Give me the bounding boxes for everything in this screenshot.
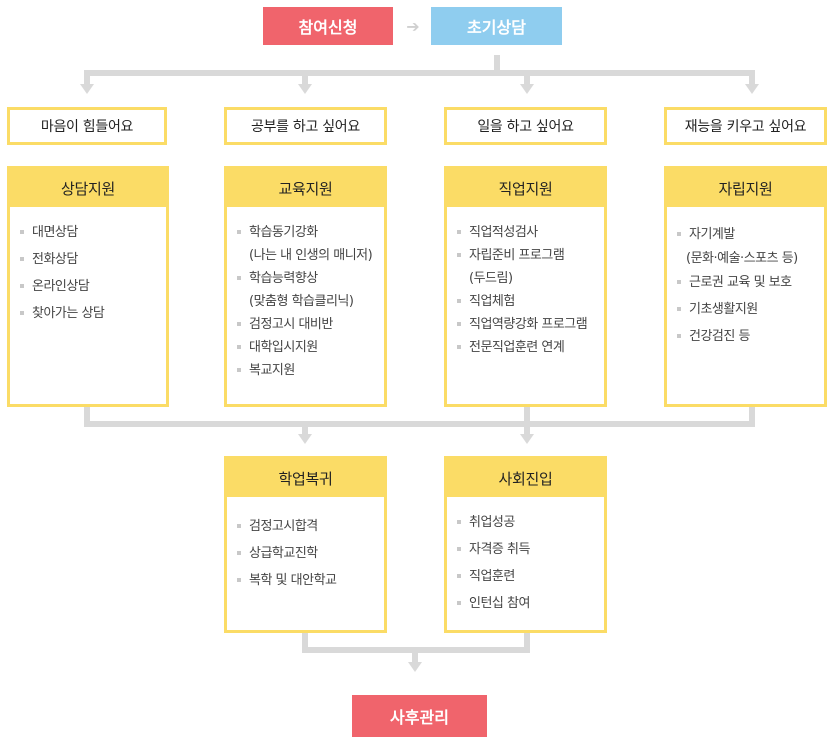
card-items: 검정고시합격 상급학교진학 복학 및 대안학교 — [227, 497, 384, 594]
card-items: 대면상담 전화상담 온라인상담 찾아가는 상담 — [10, 207, 166, 327]
arrowhead-outcome-2 — [520, 434, 534, 444]
need-box-study: 공부를 하고 싶어요 — [224, 107, 387, 145]
list-item: 직업적성검사 — [457, 221, 604, 244]
consult-step-label: 초기상담 — [467, 18, 526, 37]
bullet-icon — [677, 307, 681, 311]
list-item: 인턴십 참여 — [457, 590, 604, 617]
list-item: 자립준비 프로그램(두드림) — [457, 244, 604, 290]
bullet-icon — [457, 601, 461, 605]
card-items: 학습동기강화(나는 내 인생의 매니저) 학습능력향상(맞춤형 학습클리닉) 검… — [227, 207, 384, 382]
list-item: 학습동기강화(나는 내 인생의 매니저) — [237, 221, 384, 267]
list-item: 기초생활지원 — [677, 296, 824, 323]
support-card-counseling: 상담지원 대면상담 전화상담 온라인상담 찾아가는 상담 — [7, 166, 169, 407]
bullet-icon — [237, 551, 241, 555]
card-items: 취업성공 자격증 취득 직업훈련 인턴십 참여 — [447, 497, 604, 617]
arrowhead-final — [408, 662, 422, 672]
followup-step: 사후관리 — [352, 695, 487, 737]
bullet-icon — [457, 299, 461, 303]
arrowhead-need-1 — [80, 84, 94, 94]
bullet-icon — [20, 230, 24, 234]
list-item: 직업체험 — [457, 290, 604, 313]
card-items: 직업적성검사 자립준비 프로그램(두드림) 직업체험 직업역량강화 프로그램 전… — [447, 207, 604, 359]
bullet-icon — [677, 280, 681, 284]
list-item: 대학입시지원 — [237, 336, 384, 359]
support-card-career: 직업지원 직업적성검사 자립준비 프로그램(두드림) 직업체험 직업역량강화 프… — [444, 166, 607, 407]
bullet-icon — [457, 547, 461, 551]
list-item: 전문직업훈련 연계 — [457, 336, 604, 359]
bullet-icon — [237, 578, 241, 582]
support-card-independence: 자립지원 자기계발(문화·예술·스포츠 등) 근로권 교육 및 보호 기초생활지… — [664, 166, 827, 407]
outcome-card-social-entry: 사회진입 취업성공 자격증 취득 직업훈련 인턴십 참여 — [444, 456, 607, 633]
bullet-icon — [457, 253, 461, 257]
list-item: 학습능력향상(맞춤형 학습클리닉) — [237, 267, 384, 313]
bullet-icon — [677, 334, 681, 338]
need-box-work: 일을 하고 싶어요 — [444, 107, 607, 145]
bullet-icon — [677, 232, 681, 236]
bullet-icon — [457, 230, 461, 234]
bullet-icon — [237, 345, 241, 349]
bullet-icon — [237, 368, 241, 372]
list-item: 온라인상담 — [20, 273, 166, 300]
arrow-right-icon: ➔ — [406, 16, 420, 36]
list-item: 전화상담 — [20, 246, 166, 273]
apply-step: 참여신청 — [263, 7, 393, 45]
outcome-card-school-return: 학업복귀 검정고시합격 상급학교진학 복학 및 대안학교 — [224, 456, 387, 633]
arrowhead-outcome-1 — [298, 434, 312, 444]
bullet-icon — [237, 230, 241, 234]
need-box-mind: 마음이 힘들어요 — [7, 107, 167, 145]
bullet-icon — [457, 345, 461, 349]
list-item: 취업성공 — [457, 509, 604, 536]
card-title: 학업복귀 — [227, 459, 384, 497]
apply-step-label: 참여신청 — [298, 18, 358, 37]
card-title: 교육지원 — [227, 169, 384, 207]
support-card-education: 교육지원 학습동기강화(나는 내 인생의 매니저) 학습능력향상(맞춤형 학습클… — [224, 166, 387, 407]
bullet-icon — [457, 574, 461, 578]
list-item: 복학 및 대안학교 — [237, 567, 384, 594]
list-item: 검정고시합격 — [237, 513, 384, 540]
card-items: 자기계발(문화·예술·스포츠 등) 근로권 교육 및 보호 기초생활지원 건강검… — [667, 207, 824, 350]
arrowhead-need-4 — [745, 84, 759, 94]
need-box-talent: 재능을 키우고 싶어요 — [664, 107, 827, 145]
bullet-icon — [457, 322, 461, 326]
list-item: 찾아가는 상담 — [20, 300, 166, 327]
bullet-icon — [237, 524, 241, 528]
list-item: 직업훈련 — [457, 563, 604, 590]
bullet-icon — [20, 311, 24, 315]
card-title: 상담지원 — [10, 169, 166, 207]
bullet-icon — [20, 257, 24, 261]
list-item: 검정고시 대비반 — [237, 313, 384, 336]
list-item: 근로권 교육 및 보호 — [677, 269, 824, 296]
bullet-icon — [237, 322, 241, 326]
list-item: 자기계발(문화·예술·스포츠 등) — [677, 221, 824, 269]
arrowhead-need-2 — [298, 84, 312, 94]
bullet-icon — [237, 276, 241, 280]
bullet-icon — [457, 520, 461, 524]
list-item: 건강검진 등 — [677, 323, 824, 350]
list-item: 상급학교진학 — [237, 540, 384, 567]
list-item: 자격증 취득 — [457, 536, 604, 563]
consult-step: 초기상담 — [431, 7, 562, 45]
card-title: 직업지원 — [447, 169, 604, 207]
bullet-icon — [20, 284, 24, 288]
arrowhead-need-3 — [520, 84, 534, 94]
card-title: 자립지원 — [667, 169, 824, 207]
list-item: 복교지원 — [237, 359, 384, 382]
followup-step-label: 사후관리 — [390, 708, 449, 727]
card-title: 사회진입 — [447, 459, 604, 497]
list-item: 대면상담 — [20, 219, 166, 246]
list-item: 직업역량강화 프로그램 — [457, 313, 604, 336]
